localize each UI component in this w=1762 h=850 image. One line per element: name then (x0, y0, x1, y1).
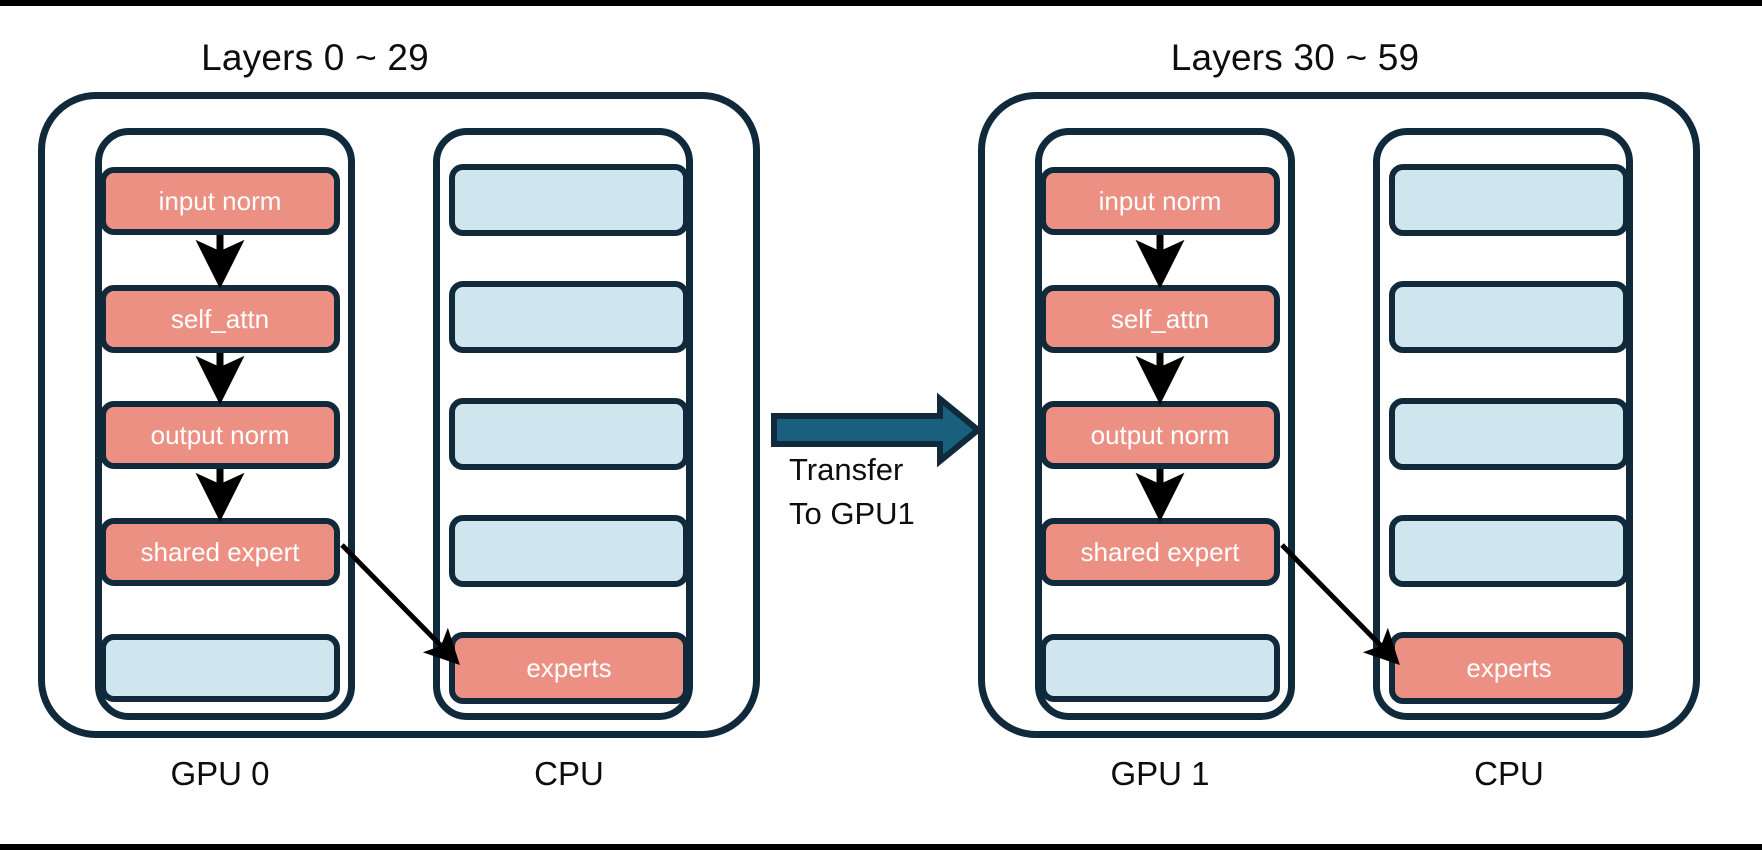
cpu1-slot-4[interactable]: experts (1389, 632, 1629, 704)
cpu0-column-label: CPU (534, 755, 604, 792)
cpu1-column-label: CPU (1474, 755, 1544, 792)
cpu1-slot-2[interactable] (1389, 398, 1629, 470)
cpu0-slot-2[interactable] (449, 398, 689, 470)
cpu1-slot-1[interactable] (1389, 281, 1629, 353)
gpu0-column-label: GPU 0 (170, 755, 270, 792)
cpu1-slot-3[interactable] (1389, 515, 1629, 587)
gpu1-slot-1[interactable]: self_attn (1040, 285, 1280, 353)
gpu1-slot-0[interactable]: input norm (1040, 167, 1280, 235)
panel-left-title: Layers 0 ~ 29 (201, 37, 429, 78)
cpu0-slot-1[interactable] (449, 281, 689, 353)
gpu0-slot-2[interactable]: output norm (100, 401, 340, 469)
top-edge-band (0, 0, 1762, 6)
gpu0-slot-1[interactable]: self_attn (100, 285, 340, 353)
gpu0-slot-3[interactable]: shared expert (100, 518, 340, 586)
cpu0-slot-0[interactable] (449, 164, 689, 236)
transfer-label-line1: Transfer (789, 452, 904, 487)
transfer-label-line2: To GPU1 (789, 496, 915, 531)
gpu1-slot-2[interactable]: output norm (1040, 401, 1280, 469)
bottom-edge-band (0, 844, 1762, 850)
gpu1-slot-3[interactable]: shared expert (1040, 518, 1280, 586)
cpu1-slot-0[interactable] (1389, 164, 1629, 236)
gpu1-column-label: GPU 1 (1110, 755, 1210, 792)
cpu0-slot-3[interactable] (449, 515, 689, 587)
panel-right-title: Layers 30 ~ 59 (1170, 37, 1420, 78)
cpu0-slot-4[interactable]: experts (449, 632, 689, 704)
gpu1-slot-4[interactable] (1040, 634, 1280, 702)
gpu0-slot-4[interactable] (100, 634, 340, 702)
gpu0-slot-0[interactable]: input norm (100, 167, 340, 235)
